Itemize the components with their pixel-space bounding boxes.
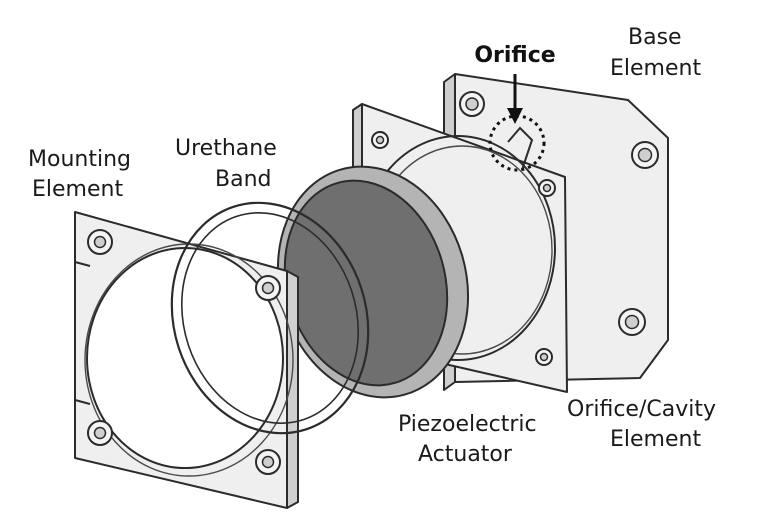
mounting-element-edge — [286, 270, 299, 509]
label-piezoelectric-actuator-line1: Piezoelectric — [398, 412, 537, 437]
mounting-notch-bottom — [74, 399, 91, 405]
base-hole-top-right — [631, 141, 659, 169]
mounting-hole-bottom-right — [255, 449, 281, 475]
urethane-band-inner — [180, 212, 360, 424]
label-base-element-line2: Element — [610, 56, 701, 81]
label-piezoelectric-actuator-line2: Actuator — [418, 442, 513, 467]
base-hole-top-left — [459, 91, 485, 117]
orifice-callout — [488, 74, 546, 172]
label-orifice-cavity-element-line1: Orifice/Cavity — [567, 397, 716, 422]
label-orifice: Orifice — [474, 43, 555, 68]
mounting-notch-top — [74, 261, 91, 267]
cavity-hole-top-right — [538, 179, 556, 197]
cavity-hole-top-left — [371, 131, 389, 149]
base-hole-bottom-right — [618, 308, 646, 336]
label-urethane-band-line2: Band — [215, 167, 271, 192]
mounting-element — [74, 211, 299, 509]
mounting-window — [86, 247, 284, 469]
urethane-band — [170, 201, 370, 435]
label-mounting-element-line2: Element — [32, 177, 123, 202]
label-urethane-band-line1: Urethane — [175, 136, 277, 161]
urethane-band-outer — [170, 201, 370, 435]
mounting-hole-top-left — [87, 229, 113, 255]
mounting-hole-top-right — [255, 275, 281, 301]
label-orifice-cavity-element-line2: Element — [610, 427, 701, 452]
cavity-hole-bottom-right — [535, 348, 553, 366]
mounting-hole-bottom-left — [87, 420, 113, 446]
orifice-arrow-head — [507, 108, 523, 124]
label-mounting-element-line1: Mounting — [28, 147, 131, 172]
label-base-element-line1: Base — [628, 25, 682, 50]
orifice-slot — [507, 126, 534, 171]
